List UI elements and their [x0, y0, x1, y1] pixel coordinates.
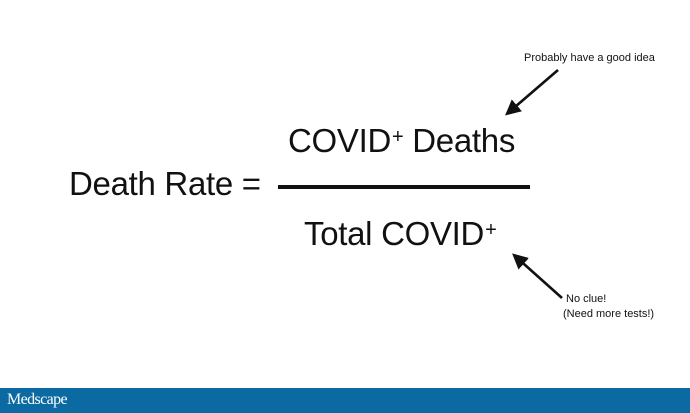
- arrow-up-left-icon: [512, 253, 563, 299]
- arrow-down-left-icon: [505, 69, 559, 116]
- death-rate-label: Death Rate =: [69, 165, 261, 202]
- fraction-bar: [278, 185, 530, 189]
- annotation-good-idea: Probably have a good idea: [524, 52, 655, 64]
- annotation-no-clue-line1: No clue!: [566, 293, 607, 305]
- numerator-deaths: Deaths: [403, 122, 516, 159]
- numerator-covid: COVID: [288, 122, 392, 159]
- numerator: COVID+ Deaths: [288, 121, 515, 161]
- annotation-no-clue: No clue! (Need more tests!): [563, 292, 655, 322]
- denominator-superscript: +: [485, 219, 497, 241]
- denominator-total-covid: Total COVID: [304, 215, 485, 252]
- medscape-logo: Medscape: [7, 391, 68, 408]
- footer-bar: Medscape: [0, 388, 690, 413]
- numerator-superscript: +: [392, 126, 404, 148]
- denominator: Total COVID+: [304, 214, 497, 254]
- annotation-no-clue-line2: (Need more tests!): [563, 308, 655, 320]
